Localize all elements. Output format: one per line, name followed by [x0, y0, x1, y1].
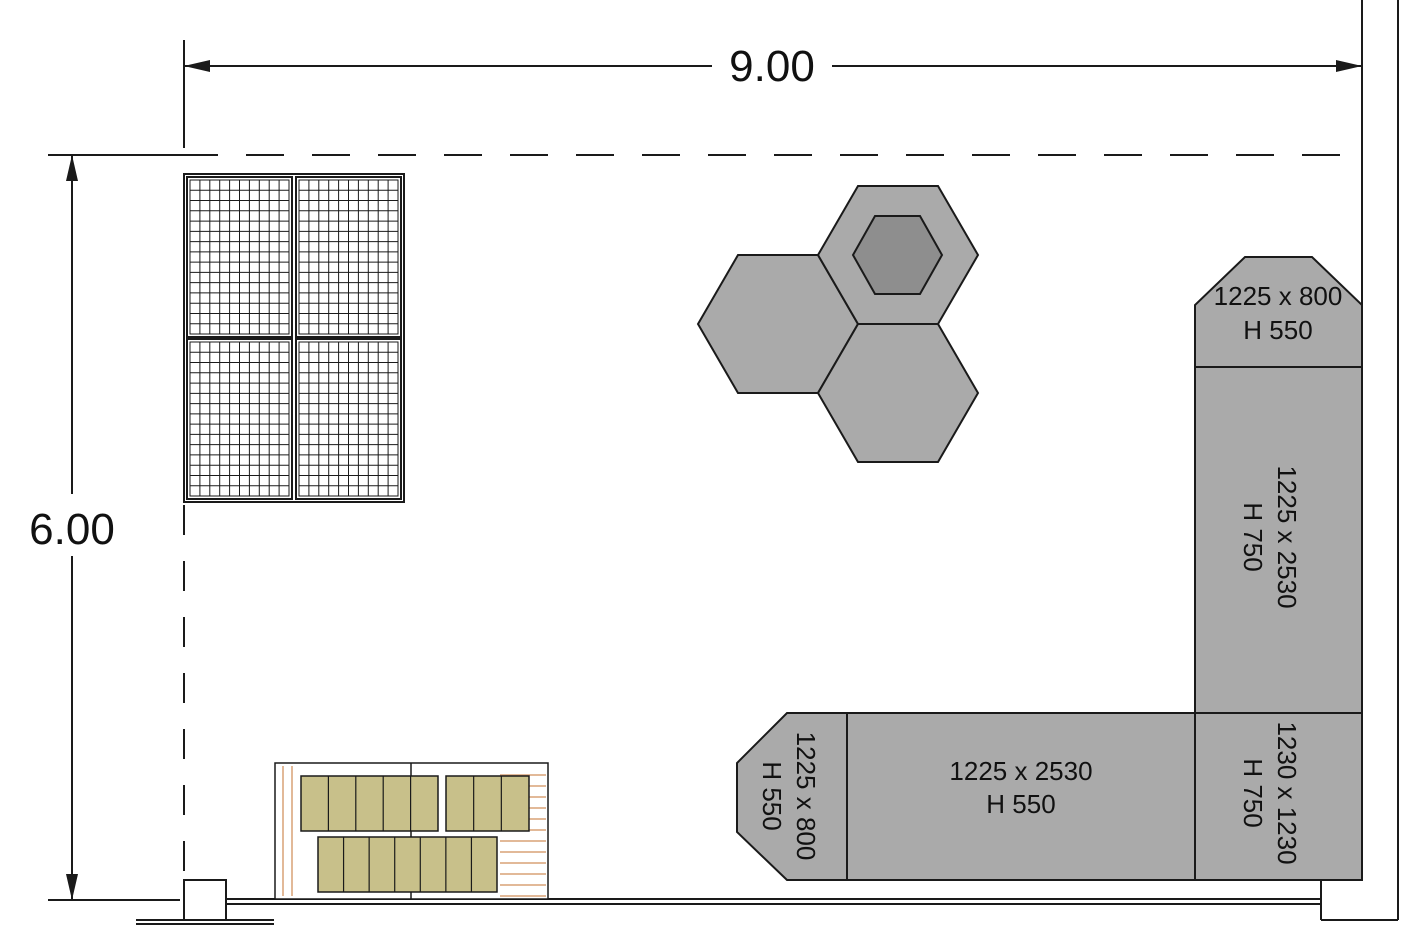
width-dimension-label: 9.00	[729, 42, 815, 91]
module-bottom-long-height: H 550	[986, 789, 1055, 819]
width-dimension	[183, 40, 1362, 148]
module-corner-top-height: H 550	[1243, 315, 1312, 345]
seating-modules	[736, 256, 1363, 881]
module-right-long	[1194, 366, 1363, 714]
module-right-long-height: H 750	[1238, 502, 1268, 571]
module-corner-square	[1194, 712, 1363, 881]
bench	[317, 836, 498, 893]
grid-panel-frame	[183, 173, 405, 503]
deck-with-benches	[274, 762, 549, 900]
grid-panel	[186, 338, 293, 500]
module-corner-square-size: 1230 x 1230	[1272, 721, 1302, 864]
module-corner-left	[736, 712, 848, 881]
grid-panel-group	[183, 173, 405, 503]
grid-panel	[186, 176, 293, 338]
hexagon-table-bottom	[816, 323, 980, 463]
hexagon-inner-top	[851, 215, 944, 295]
grid-panel	[295, 338, 402, 500]
module-bottom-long	[846, 712, 1196, 881]
module-corner-left-size: 1225 x 800	[791, 732, 821, 861]
module-bottom-long-size: 1225 x 2530	[949, 756, 1092, 786]
grid-panel	[295, 176, 402, 338]
module-corner-top-size: 1225 x 800	[1214, 281, 1343, 311]
bench	[300, 775, 439, 832]
module-right-long-size: 1225 x 2530	[1272, 465, 1302, 608]
module-corner-left-height: H 550	[757, 761, 787, 830]
bench	[445, 775, 530, 832]
module-right-long-label: 1225 x 2530 H 750	[1238, 465, 1302, 608]
module-corner-top	[1194, 256, 1363, 368]
module-corner-square-label: 1230 x 1230 H 750	[1238, 721, 1302, 864]
hexagon-table-group	[696, 185, 980, 463]
bench-seat	[317, 836, 498, 893]
module-corner-square-height: H 750	[1238, 758, 1268, 827]
bench-seat	[300, 775, 439, 832]
module-corner-left-label: 1225 x 800 H 550	[757, 732, 821, 861]
height-dimension-label: 6.00	[29, 505, 115, 554]
bench-seat	[445, 775, 530, 832]
